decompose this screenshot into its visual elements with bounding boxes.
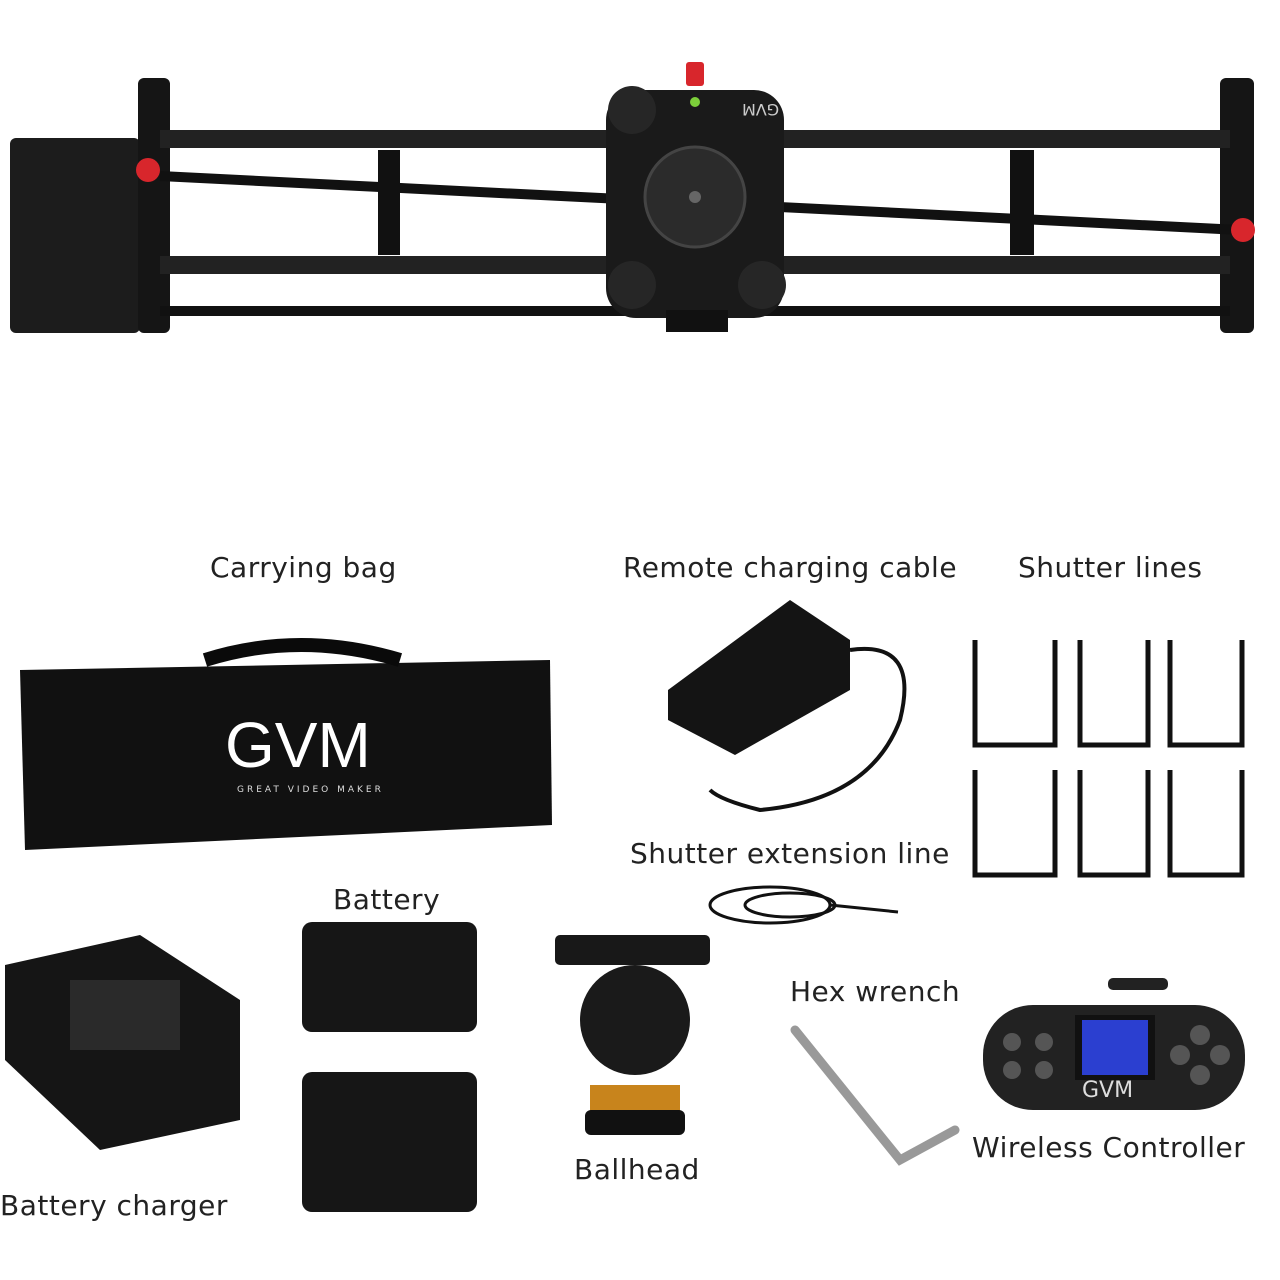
battery-charger-image bbox=[5, 935, 240, 1150]
camera-slider bbox=[10, 62, 1255, 333]
label-carrying-bag: Carrying bag bbox=[210, 551, 397, 584]
label-battery-charger: Battery charger bbox=[0, 1189, 228, 1222]
charging-adapter-image bbox=[668, 600, 907, 813]
hex-wrench-image bbox=[790, 1025, 960, 1166]
ballhead-image bbox=[555, 935, 710, 1135]
label-remote-charging-cable: Remote charging cable bbox=[623, 551, 958, 584]
controller-logo: GVM bbox=[1082, 1078, 1134, 1103]
shutter-lines-image bbox=[972, 640, 1245, 878]
shutter-extension-line-image bbox=[708, 885, 899, 925]
label-hex-wrench: Hex wrench bbox=[790, 975, 961, 1008]
label-shutter-lines: Shutter lines bbox=[1018, 551, 1203, 584]
label-shutter-extension-line: Shutter extension line bbox=[630, 837, 950, 870]
carrying-bag-image bbox=[20, 638, 552, 850]
label-ballhead: Ballhead bbox=[574, 1153, 700, 1186]
label-battery: Battery bbox=[333, 883, 441, 916]
label-wireless-controller: Wireless Controller bbox=[972, 1131, 1246, 1164]
slider-carriage-logo: GVM bbox=[742, 100, 780, 119]
batteries-image bbox=[302, 922, 477, 1212]
wireless-controller-image bbox=[983, 978, 1245, 1110]
bag-logo: GVM bbox=[225, 709, 371, 781]
bag-tagline: GREAT VIDEO MAKER bbox=[237, 785, 384, 795]
